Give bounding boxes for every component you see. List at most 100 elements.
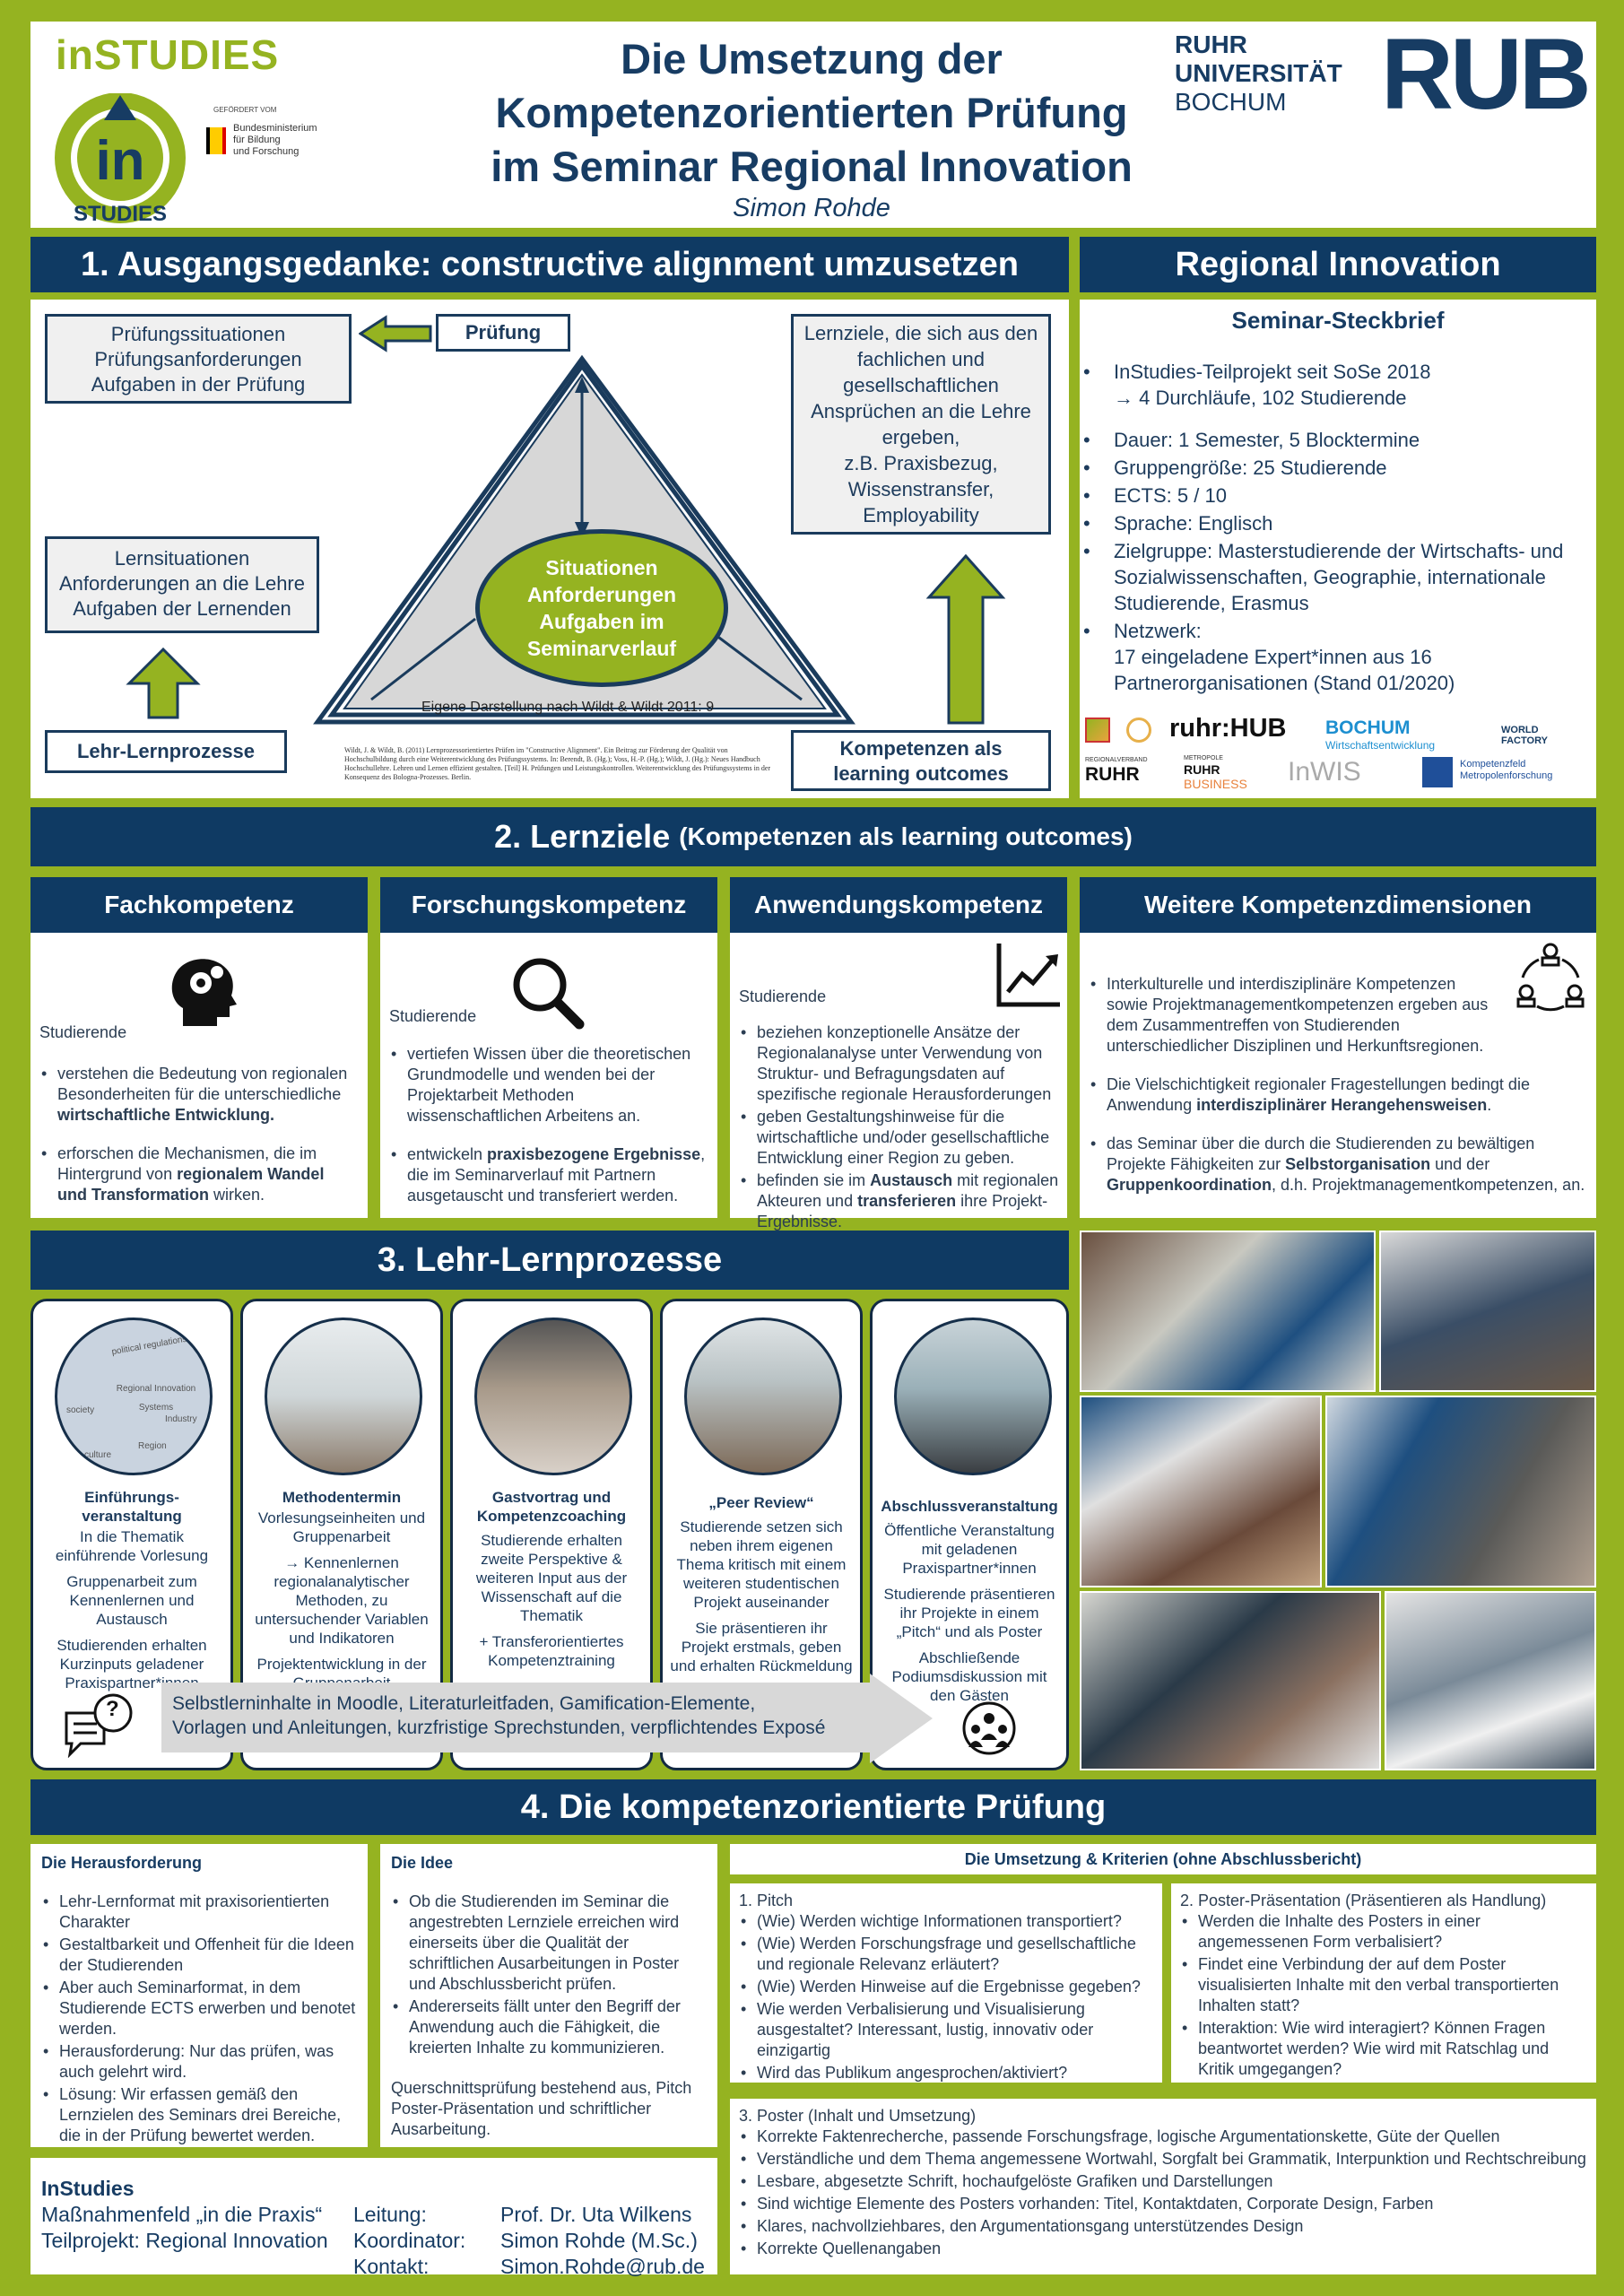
fach-item: verstehen die Bedeutung von regionalen B… (39, 1064, 353, 1126)
sketch-word: culture (84, 1450, 112, 1460)
instudies-logo-text: inSTUDIES (56, 31, 280, 78)
partner-logos: ruhr:HUB BOCHUM Wirtschaftsentwicklung W… (1085, 714, 1593, 795)
ri-item: Gruppengröße: 25 Studierende (1081, 455, 1584, 481)
idee-title: Die Idee (391, 1854, 454, 1872)
card-title: Methodentermin (282, 1489, 402, 1506)
idee-footer: Querschnittsprüfung bestehend aus, Pitch… (391, 2079, 692, 2138)
forsch-item-text: vertiefen Wissen über die theoretischen … (407, 1045, 691, 1125)
fach-item-text: verstehen die Bedeutung von regionalen B… (57, 1065, 348, 1103)
self-learning-line: Selbstlerninhalte in Moodle, Literaturle… (172, 1693, 756, 1714)
page-title: Die Umsetzung der Kompetenzorientierten … (413, 32, 1211, 194)
card-text: In die Thematik einführende Vorlesung (55, 1528, 209, 1564)
box-teaching-processes: Lehr-Lernprozesse (45, 730, 287, 773)
poster-criteria-item: Korrekte Faktenrecherche, passende Forsc… (739, 2126, 1587, 2147)
contact-value: Prof. Dr. Uta Wilkens (500, 2203, 692, 2226)
idee-panel: Die Idee Ob die Studierenden im Seminar … (380, 1844, 717, 2147)
weitere-item-text: Interkulturelle und interdisziplinäre Ko… (1107, 975, 1489, 1055)
header-panel (30, 22, 1596, 228)
sketch-word: political regulations (110, 1334, 188, 1358)
partner-logo: Kompetenzfeld Metropolenforschung (1460, 759, 1553, 781)
process-card: Abschlussveranstaltung Öffentliche Veran… (870, 1299, 1069, 1770)
weitere-title: Weitere Kompetenzdimensionen (1080, 877, 1596, 933)
sketch-word: society (66, 1405, 95, 1415)
anw-item: beziehen konzeptionelle Ansätze der Regi… (739, 1022, 1062, 1105)
instudies-logo: in STUDIES (48, 92, 192, 228)
section4-title: 4. Die kompetenzorientierte Prüfung (30, 1779, 1596, 1835)
herausforderung-item: Gestaltbarkeit und Offenheit für die Ide… (41, 1935, 357, 1976)
funder-name: Bundesministerium für Bildung und Forsch… (233, 123, 317, 157)
pitch-item: (Wie) Werden Forschungsfrage und gesells… (739, 1934, 1153, 1975)
ri-item: Netzwerk: 17 eingeladene Expert*innen au… (1081, 618, 1584, 696)
partner-logo: WORLD FACTORY (1501, 725, 1548, 746)
partner-logo: Wirtschaftsentwicklung (1325, 739, 1436, 752)
ri-item: Dauer: 1 Semester, 5 Blocktermine (1081, 427, 1584, 453)
contact-label: Leitung: (353, 2203, 427, 2226)
ri-item: Zielgruppe: Masterstudierende der Wirtsc… (1081, 538, 1584, 616)
center-ellipse: Situationen Anforderungen Aufgaben im Se… (475, 529, 728, 687)
partner-logo: BUSINESS (1184, 777, 1247, 791)
partner-logo: REGIONALVERBAND (1085, 757, 1148, 763)
partner-logo: BOCHUM (1325, 718, 1411, 738)
event-photo (1080, 1591, 1381, 1770)
process-card: Methodentermin Vorlesungseinheiten und G… (240, 1299, 443, 1770)
card-text: Öffentliche Veranstaltung mit geladenen … (884, 1522, 1055, 1577)
photo-collage (1080, 1231, 1596, 1770)
partner-logo: ruhr:HUB (1169, 714, 1287, 743)
card-title: Einführungs- veranstaltung (82, 1489, 182, 1525)
anw-item-text: beziehen konzeptionelle Ansätze der Regi… (757, 1023, 1052, 1103)
arrow-up-icon (126, 648, 201, 719)
card-photo: political regulations Regional Innovatio… (55, 1318, 213, 1475)
poster-criteria-item: Korrekte Quellenangaben (739, 2239, 1587, 2259)
chat-question-icon: ? (63, 1693, 138, 1759)
head-gears-icon (171, 959, 237, 1026)
forsch-title: Forschungskompetenz (380, 877, 717, 933)
contact-label: Koordinator: (353, 2229, 466, 2252)
herausforderung-title: Die Herausforderung (41, 1854, 203, 1872)
anw-item: befinden sie im Austausch mit regionalen… (739, 1170, 1062, 1232)
title-line-1: Die Umsetzung der (621, 35, 1003, 83)
card-text: Studierende erhalten zweite Perspektive … (475, 1532, 628, 1624)
pitch-item: (Wie) Werden wichtige Informationen tran… (739, 1911, 1153, 1932)
anw-intro: Studierende (739, 987, 827, 1005)
card-text: + Transferorientiertes Kompetenztraining (479, 1633, 624, 1669)
weitere-item-bold: Gruppenkoordination (1107, 1176, 1272, 1194)
self-learning-line: Vorlagen und Anleitungen, kurzfristige S… (172, 1718, 826, 1738)
chart-trend-icon (996, 944, 1060, 1007)
herausforderung-item: Aber auch Seminarformat, in dem Studiere… (41, 1978, 357, 2039)
section2-title: 2. Lernziele (Kompetenzen als learning o… (30, 807, 1596, 866)
anw-item-text: geben Gestaltungshinweise für die wirtsc… (757, 1108, 1050, 1167)
card-text: Studierende setzen sich neben ihrem eige… (676, 1518, 847, 1611)
card-photo (265, 1318, 422, 1475)
event-photo (1379, 1231, 1596, 1392)
reference-text: Wildt, J. & Wildt, B. (2011) Lernprozess… (344, 746, 771, 781)
card-text: Gruppenarbeit zum Kennenlernen und Austa… (66, 1573, 197, 1628)
funder-small-text: GEFÖRDERT VOM (213, 106, 277, 114)
pitch-item: Wie werden Verbalisierung und Visualisie… (739, 1999, 1153, 2061)
partner-logo: RUHR (1184, 762, 1220, 777)
herausforderung-item: Herausforderung: Nur das prüfen, was auc… (41, 2041, 357, 2083)
chat-question-mark: ? (106, 1697, 119, 1721)
weitere-item-text: und der (1430, 1155, 1490, 1173)
box-learning-situations: Lernsituationen Anforderungen an die Leh… (45, 536, 319, 633)
forsch-item: entwickeln praxisbezogene Ergebnisse, di… (389, 1144, 708, 1206)
weitere-panel: Interkulturelle und interdisziplinäre Ko… (1080, 933, 1596, 1218)
praesentation-item: Findet eine Verbindung der auf dem Poste… (1180, 1954, 1587, 2016)
ri-list: InStudies-Teilprojekt seit SoSe 2018 → 4… (1081, 359, 1584, 698)
arrow-left-icon (359, 315, 432, 352)
anw-item-text: befinden sie im (757, 1171, 871, 1189)
weitere-item-text: , d.h. Projektmanagementkompetenzen, an. (1272, 1176, 1585, 1194)
contact-panel: InStudies Maßnahmenfeld „in die Praxis“ … (30, 2158, 717, 2278)
pitch-panel: 1. Pitch (Wie) Werden wichtige Informati… (730, 1883, 1162, 2083)
fach-intro: Studierende (39, 1023, 127, 1041)
contact-email-link[interactable]: Simon.Rohde@rub.de (500, 2255, 705, 2278)
section2-title-main: 2. Lernziele (494, 818, 671, 855)
umsetzung-title: Die Umsetzung & Kriterien (ohne Abschlus… (730, 1844, 1596, 1874)
box-competences: Kompetenzen als learning outcomes (791, 730, 1051, 791)
card-title: Abschlussveranstaltung (881, 1498, 1058, 1515)
herausforderung-item: Lehr-Lernformat mit praxisorientierten C… (41, 1892, 357, 1933)
card-photo (474, 1318, 632, 1475)
weitere-item: das Seminar über die durch die Studieren… (1089, 1134, 1591, 1196)
event-photo (1325, 1396, 1596, 1587)
card-title: „Peer Review“ (708, 1494, 814, 1511)
card-text: Sie präsentieren ihr Projekt erstmals, g… (670, 1620, 853, 1674)
